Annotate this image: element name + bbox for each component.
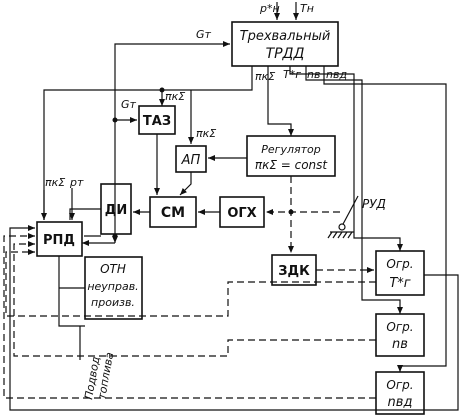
block-ogx: ОГХ (219, 196, 265, 228)
label-pi-kz-rpd: πкΣ (45, 176, 65, 189)
label-t-n: Tн (300, 2, 314, 15)
limiter-feedback (3, 225, 459, 411)
ogr-nvd-line1: Огр. (386, 378, 413, 392)
ogr-tg-line1: Огр. (386, 257, 413, 271)
trdd-outputs: πкΣ T*г nв nвд (43, 66, 447, 372)
block-regulator: Регулятор πкΣ = const (246, 135, 336, 177)
zdk-label: ЗДК (278, 264, 310, 279)
block-rpd: РПД (36, 221, 83, 257)
di-label: ДИ (105, 203, 127, 218)
taz-label: ТАЗ (143, 114, 171, 129)
trdd-line1: Трехвальный (240, 29, 331, 44)
ogr-tg-line2: T*г (389, 276, 410, 291)
label-g-t-top: Gт (196, 28, 212, 41)
block-sm: СМ (149, 196, 197, 228)
sm-label: СМ (161, 205, 185, 221)
block-trdd: Трехвальный ТРДД (231, 21, 339, 67)
block-otn: ОТН неуправ. произв. (84, 256, 143, 320)
block-zdk: ЗДК (271, 254, 317, 286)
label-p-t-rpd: pт (69, 176, 84, 189)
label-pi-kz-trdd: πкΣ (255, 70, 275, 83)
label-g-t-taz: Gт (121, 98, 137, 111)
label-rud: РУД (362, 197, 386, 211)
regulator-line1: Регулятор (261, 143, 320, 156)
ogr-nv-line2: nв (392, 337, 408, 352)
block-ogr-tg: Огр. T*г (375, 250, 425, 296)
block-taz: ТАЗ (138, 105, 176, 135)
otn-line2: неуправ. (87, 280, 138, 293)
ap-label: АП (181, 153, 201, 168)
otn-line1: ОТН (100, 262, 126, 276)
block-ogr-nv: Огр. nв (375, 313, 425, 357)
label-pi-kz-ap: πкΣ (196, 127, 216, 140)
ogr-nv-line1: Огр. (386, 320, 413, 334)
block-ap: АП (175, 145, 207, 173)
rud-lever-icon: РУД (327, 195, 386, 239)
label-p-n: p*н (259, 2, 280, 15)
ogr-nvd-line2: nвд (388, 395, 413, 410)
regulator-line2: πкΣ = const (255, 158, 329, 172)
rud-dashed-links (266, 176, 374, 273)
block-di: ДИ (100, 183, 132, 235)
trdd-line2: ТРДД (266, 46, 305, 62)
gt-feedback-line: Gт (114, 28, 230, 236)
label-pi-kz-taz: πкΣ (165, 90, 185, 103)
otn-line3: произв. (91, 296, 135, 309)
ogx-label: ОГХ (227, 206, 256, 221)
rpd-label: РПД (43, 233, 75, 248)
block-ogr-nvd: Огр. nвд (375, 371, 425, 415)
trdd-inputs: p*н Tн (259, 2, 314, 20)
